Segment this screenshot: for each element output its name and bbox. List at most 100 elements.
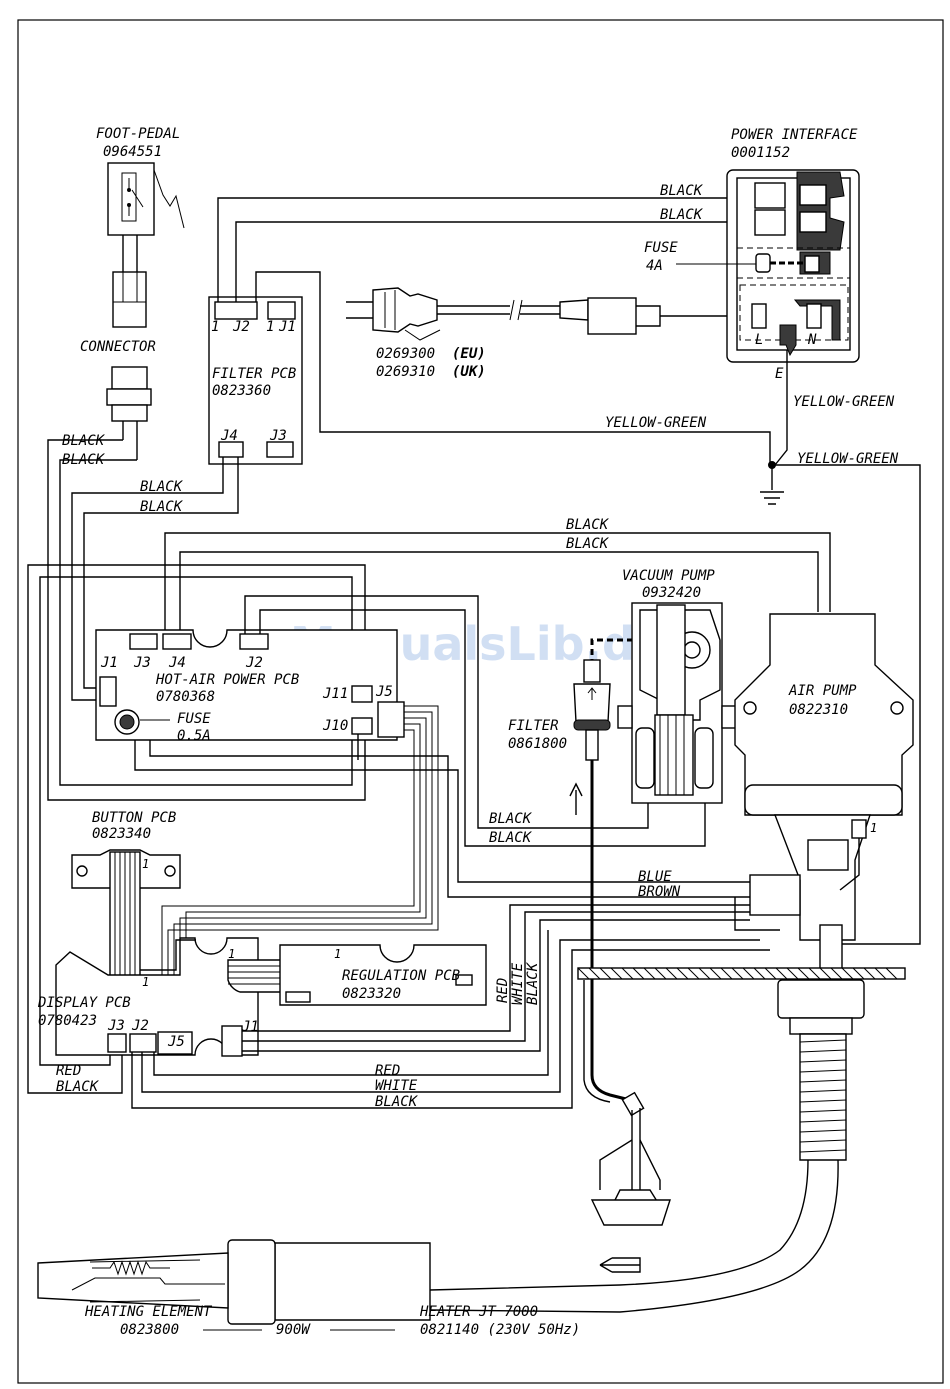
wire-black-ap-2 [179,551,819,634]
wire-label-black-7: BLACK [566,517,610,533]
power-interface-code: 0001152 [731,145,790,161]
suction-cup [590,1091,671,1226]
wire-label-red-v: RED [495,978,511,1003]
wire-black-pi-1 [217,197,800,302]
air-pump-name: AIR PUMP [788,683,857,699]
wire-black-j4-1 [71,457,224,701]
power-plug [346,287,727,341]
wire-brown [149,740,750,898]
hap-name: HOT-AIR POWER PCB [155,672,299,688]
regulation-pcb-code: 0823320 [342,986,401,1002]
disp-j5: J5 [167,1034,185,1050]
wire-label-black-4: BLACK [660,207,704,223]
mount-plate [577,967,906,980]
wire-label-black-3: BLACK [660,183,704,199]
mount-plate-hatch [577,967,898,980]
hap-j11: J11 [322,686,348,702]
filter-j2: J2 [232,319,250,335]
wire-label-black-1: BLACK [62,433,106,449]
filter-pcb-name: FILTER PCB [212,366,296,382]
wire-blue [134,740,750,883]
wire-label-white-h: WHITE [375,1078,418,1094]
wire-label-black-9: BLACK [489,811,533,827]
cord-uk-tag: (UK) [452,364,486,380]
vacuum-tube [590,760,631,1102]
wire-black-j4-2 [83,457,239,689]
wire-red-vert [242,904,750,1032]
wire-label-yg-3: YELLOW-GREEN [797,451,899,467]
disp-pin: 1 [228,947,235,961]
hose-coupling [777,979,865,1019]
vacuum-pump [617,602,737,804]
wire-label-black-8: BLACK [566,536,610,552]
reg-pin: 1 [334,947,341,961]
connector [106,366,152,460]
wire-label-black-5: BLACK [140,479,184,495]
air-pump [734,613,914,986]
wire-black-vp-2 [259,609,706,847]
vacuum-pump-code: 0932420 [642,585,701,601]
hap-j10: J10 [322,718,348,734]
cord-eu: 0269300 [376,346,435,362]
foot-pedal-name: FOOT-PEDAL [96,126,180,142]
cord-eu-tag: (EU) [452,346,486,362]
hap-j3: J3 [133,655,151,671]
pi-l: L [755,332,763,348]
filter-name: FILTER [508,718,559,734]
cord-uk: 0269310 [376,364,435,380]
wire-label-black-h: BLACK [375,1094,419,1110]
display-pcb-code: 0780423 [38,1013,97,1029]
air-pump-base-line [734,897,780,931]
power-rating: 900W [276,1322,311,1338]
ribbon-j5 [161,705,439,1034]
button-pcb-code: 0823340 [92,826,151,842]
heater-code: 0821140 (230V 50Hz) [420,1322,580,1338]
button-ribbon [140,939,196,971]
pi-n: N [807,332,817,348]
wire-label-black-2: BLACK [62,452,106,468]
fuse-main-name: FUSE [644,240,678,256]
button-pcb-pin: 1 [142,857,149,871]
wire-label-black-v: BLACK [525,961,541,1005]
wire-black-h [131,949,770,1109]
wire-label-black-6: BLACK [140,499,184,515]
air-pump-pin: 1 [870,821,877,835]
filter-j1: J1 [278,319,296,335]
air-pump-code: 0822310 [789,702,848,718]
wire-label-black-d: BLACK [56,1079,100,1095]
display-pcb-name: DISPLAY PCB [37,995,131,1011]
wire-yg-airpump [772,464,921,945]
disp-j2: J2 [131,1018,149,1034]
wire-label-white-v: WHITE [510,962,526,1005]
filter-j2-label: 1 [211,319,219,335]
wire-yg-filter [255,271,771,465]
wire-black-ap-1 [164,532,831,634]
wire-label-black-10: BLACK [489,830,533,846]
fuse-main-value: 4A [646,258,663,274]
fuse-small-name: FUSE [177,711,211,727]
wire-label-red-d: RED [56,1063,81,1079]
button-ribbon-pin: 1 [142,975,149,989]
heater-name: HEATER JT 7000 [419,1304,538,1320]
hose-nut [789,1017,853,1035]
vacuum-tube-outline [583,980,611,1103]
pi-e: E [775,366,784,382]
hap-j4: J4 [168,655,186,671]
wire-white-vert [242,911,750,1042]
foot-pedal [107,162,185,328]
page-border [17,19,944,1384]
filter-pcb-code: 0823360 [212,383,271,399]
foot-pedal-code: 0964551 [103,144,162,160]
wire-label-blue: BLUE [638,869,672,885]
power-interface-name: POWER INTERFACE [731,127,858,143]
filter-j3: J3 [269,428,287,444]
heater-hose [429,1033,847,1313]
fuse-small-value: 0.5A [177,728,211,744]
filter-pcb [208,296,303,465]
filter-code: 0861800 [508,736,567,752]
heater-handpiece [37,1239,431,1325]
hap-code: 0780368 [156,689,215,705]
wire-red-h [153,930,549,1076]
